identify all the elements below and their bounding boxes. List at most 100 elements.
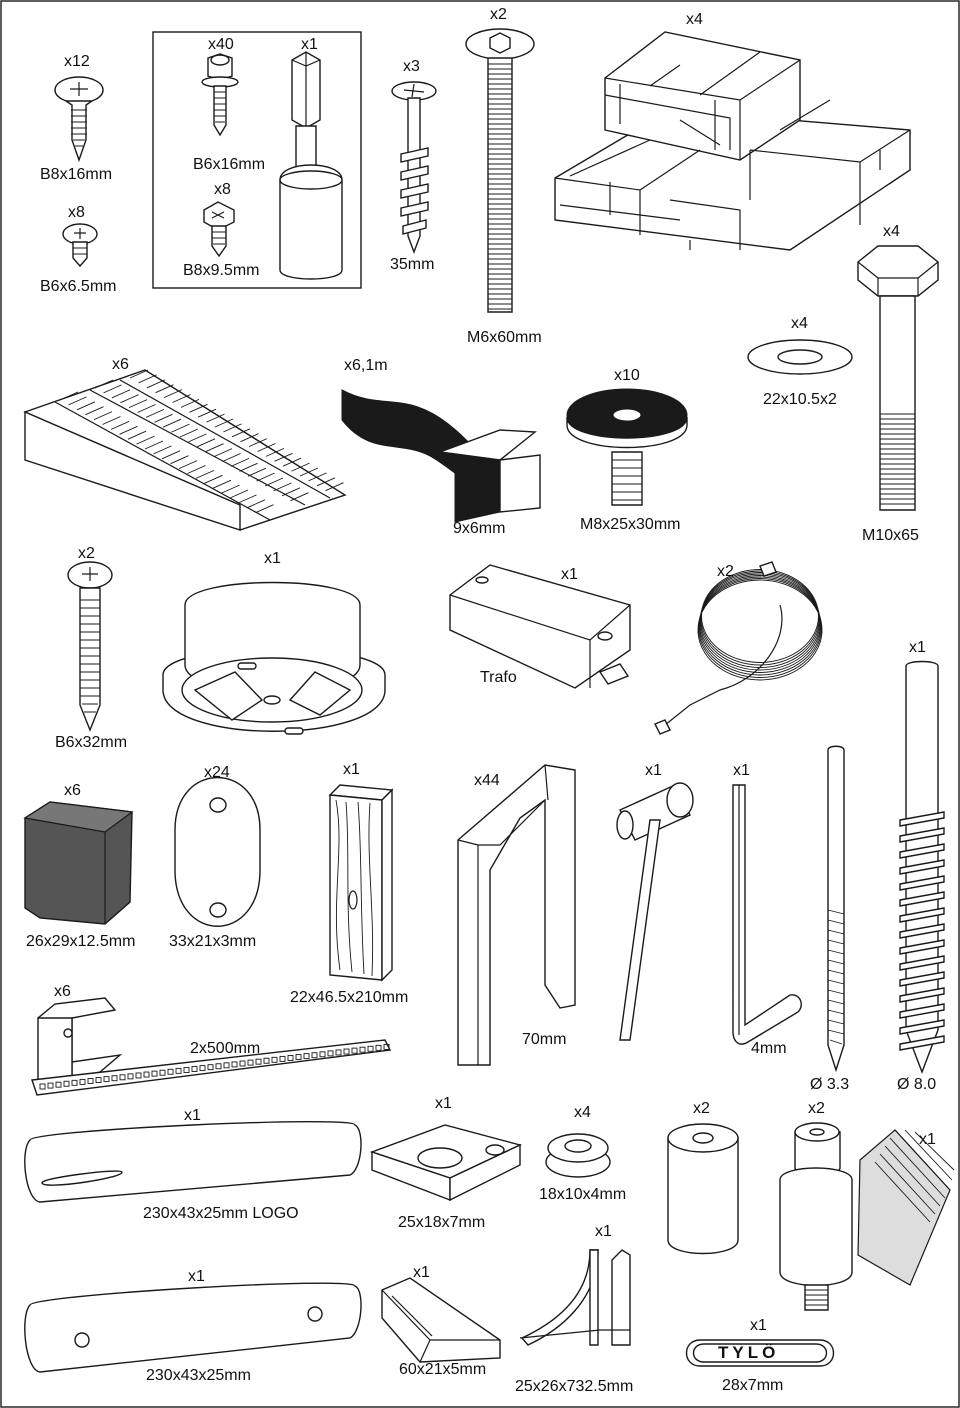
size-bolt-m6: M6x60mm	[467, 329, 542, 346]
sleeve-drawing	[667, 1123, 739, 1255]
wood-screw-35-drawing	[391, 81, 437, 254]
size-rail-piece: 60x21x5mm	[399, 1361, 487, 1378]
qty-rail-piece: x1	[413, 1264, 430, 1281]
size-grommet: 18x10x4mm	[539, 1186, 627, 1203]
qty-handle-logo: x1	[184, 1107, 201, 1124]
size-lag-screw: Ø 8.0	[897, 1076, 937, 1093]
size-drill-bit: Ø 3.3	[810, 1076, 850, 1093]
logo-badge-text: TYLÖ	[718, 1343, 780, 1362]
size-foam-tape: 9x6mm	[453, 520, 506, 537]
joint-connector-drawing	[554, 31, 911, 251]
bolt-m6x60-drawing	[465, 28, 535, 313]
qty-foam-tape: x6,1m	[344, 357, 388, 374]
wood-block-drawing	[328, 784, 394, 982]
adjustable-foot-drawing	[566, 388, 688, 506]
block-25x18x7-drawing	[369, 1124, 523, 1202]
qty-washer: x4	[791, 315, 808, 332]
cable-coil-drawing	[654, 561, 823, 735]
size-screw-b6x32: B6x32mm	[55, 734, 128, 751]
qty-logo-badge: x1	[750, 1317, 767, 1334]
qty-screw-b8x16: x12	[64, 53, 90, 70]
size-handle-plain: 230x43x25mm	[146, 1367, 251, 1384]
qty-hex-bit: x1	[301, 36, 318, 53]
glass-profile-drawing	[519, 1249, 631, 1346]
selfdrill-screw-drawing	[201, 53, 239, 137]
qty-spacer-stud: x2	[808, 1100, 825, 1117]
size-led-strip: 2x500mm	[190, 1040, 261, 1057]
screw-b8x16-drawing	[54, 76, 104, 163]
qty-socket-wrench: x1	[645, 762, 662, 779]
clip-drawing	[37, 997, 123, 1086]
grommet-drawing	[545, 1133, 611, 1178]
screw-b6x6-5-drawing	[62, 223, 98, 268]
screw-b6x32-drawing	[67, 561, 113, 732]
qty-screw-b6x32: x2	[78, 545, 95, 562]
washer-drawing	[747, 339, 853, 375]
size-selfdrill-screw: B6x16mm	[193, 156, 266, 173]
qty-lamp-housing: x1	[264, 550, 281, 567]
qty-clip: x6	[54, 983, 71, 1000]
qty-selfdrill-screw: x40	[208, 36, 234, 53]
angle-profile-drawing	[457, 764, 576, 1066]
size-handle-logo: 230x43x25mm LOGO	[143, 1205, 299, 1222]
dark-block-drawing	[23, 801, 134, 925]
brush-seal-drawing	[857, 1129, 955, 1286]
size-screw-b8x16: B8x16mm	[40, 166, 113, 183]
qty-oval-spacer: x24	[204, 764, 230, 781]
qty-wood-screw: x3	[403, 58, 420, 75]
qty-trafo: x1	[561, 566, 578, 583]
size-screw-b8x9-5: B8x9.5mm	[183, 262, 260, 279]
size-trafo: Trafo	[480, 669, 517, 686]
hex-bit-drawing	[279, 51, 343, 280]
qty-handle-plain: x1	[188, 1268, 205, 1285]
drill-bit-drawing	[827, 745, 845, 1073]
qty-block-25x18x7: x1	[435, 1095, 452, 1112]
oval-spacer-drawing	[174, 777, 261, 927]
qty-angle-profile: x44	[474, 772, 500, 789]
size-block-25x18x7: 25x18x7mm	[398, 1214, 486, 1231]
qty-bolt-m6: x2	[490, 6, 507, 23]
size-adjustable-foot: M8x25x30mm	[580, 516, 681, 533]
size-wood-screw: 35mm	[390, 256, 435, 273]
size-glass-profile: 25x26x732.5mm	[515, 1378, 634, 1395]
wedge-drawing	[23, 369, 347, 531]
qty-joint-connector: x4	[686, 11, 703, 28]
size-dark-block: 26x29x12.5mm	[26, 933, 136, 950]
size-washer: 22x10.5x2	[763, 391, 837, 408]
size-logo-badge: 28x7mm	[722, 1377, 784, 1394]
screw-b8x9-5-drawing	[203, 201, 235, 258]
qty-glass-profile: x1	[595, 1223, 612, 1240]
qty-brush-seal: x1	[919, 1131, 936, 1148]
qty-sleeve: x2	[693, 1100, 710, 1117]
qty-hex-bolt-m10: x4	[883, 223, 900, 240]
qty-adjustable-foot: x10	[614, 367, 640, 384]
lag-screw-8-drawing	[899, 660, 945, 1074]
qty-screw-b8x9-5: x8	[214, 181, 231, 198]
size-screw-b6x6-5: B6x6.5mm	[40, 278, 117, 295]
qty-wedge: x6	[112, 356, 129, 373]
lamp-housing-drawing	[162, 581, 386, 735]
qty-lag-screw: x1	[909, 639, 926, 656]
qty-dark-block: x6	[64, 782, 81, 799]
hex-key-drawing	[732, 784, 802, 1045]
screw-group-box	[152, 31, 362, 289]
size-oval-spacer: 33x21x3mm	[169, 933, 257, 950]
led-strip-drawing	[31, 1039, 392, 1096]
qty-cable-coil: x2	[717, 563, 734, 580]
rail-piece-drawing	[381, 1277, 501, 1363]
size-hex-bolt-m10: M10x65	[862, 527, 919, 544]
spacer-stud-drawing	[779, 1122, 853, 1311]
handle-logo-drawing	[24, 1121, 362, 1203]
foam-tape-drawing	[341, 389, 541, 523]
size-wood-block: 22x46.5x210mm	[290, 989, 409, 1006]
qty-hex-key: x1	[733, 762, 750, 779]
handle-plain-drawing	[24, 1282, 362, 1373]
logo-badge-drawing	[685, 1339, 835, 1367]
socket-wrench-drawing	[616, 782, 694, 1041]
qty-grommet: x4	[574, 1104, 591, 1121]
trafo-drawing	[449, 564, 631, 689]
size-angle-profile: 70mm	[522, 1031, 567, 1048]
hex-bolt-m10x65-drawing	[857, 245, 939, 511]
